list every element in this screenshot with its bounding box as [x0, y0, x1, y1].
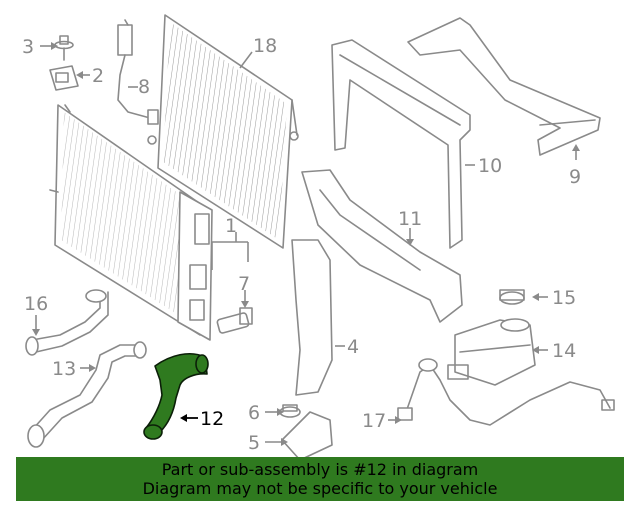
callout-4: 4 [347, 336, 359, 358]
bracket-part-5 [281, 411, 333, 461]
callout-3: 3 [22, 36, 34, 58]
callout-8: 8 [138, 76, 150, 98]
callout-16: 16 [24, 293, 48, 315]
grommet-part-6 [279, 404, 301, 418]
callout-5: 5 [248, 432, 260, 454]
callout-10: 10 [478, 155, 502, 177]
hose-part-12 [143, 353, 209, 440]
callout-15: 15 [552, 287, 576, 309]
air-duct-part-11 [301, 169, 463, 323]
support-frame-part-10 [331, 39, 471, 249]
callout-9: 9 [569, 166, 581, 188]
banner-line-2: Diagram may not be specific to your vehi… [142, 479, 498, 498]
sensor-part-7 [216, 307, 253, 334]
callout-17: 17 [362, 410, 386, 432]
leader-lines [32, 42, 580, 446]
callout-14: 14 [552, 340, 576, 362]
callout-2: 2 [92, 65, 104, 87]
callout-7: 7 [238, 273, 250, 295]
harness-part-17 [397, 358, 615, 426]
bolt-part-3 [54, 35, 74, 61]
cap-part-15 [499, 289, 525, 305]
callout-11: 11 [398, 208, 422, 230]
hose-part-13 [27, 341, 147, 448]
sensor-part-8 [117, 19, 159, 125]
mount-part-2 [49, 65, 79, 91]
callout-1: 1 [225, 215, 237, 237]
info-banner: Part or sub-assembly is #12 in diagram D… [16, 457, 624, 501]
callout-18: 18 [253, 35, 277, 57]
condenser-part-18 [147, 14, 299, 249]
callout-6: 6 [248, 402, 260, 424]
callout-12: 12 [200, 408, 224, 430]
callout-labels: 3 2 8 18 1 7 9 10 11 15 14 4 16 13 6 5 1… [22, 35, 581, 454]
banner-line-1: Part or sub-assembly is #12 in diagram [161, 460, 479, 479]
side-bracket-part-4 [291, 239, 333, 396]
hose-part-16 [25, 289, 109, 356]
expansion-tank-part-14 [447, 318, 536, 386]
callout-13: 13 [52, 358, 76, 380]
radiator-part-1 [49, 104, 213, 341]
cross-member-part-9 [407, 17, 601, 156]
